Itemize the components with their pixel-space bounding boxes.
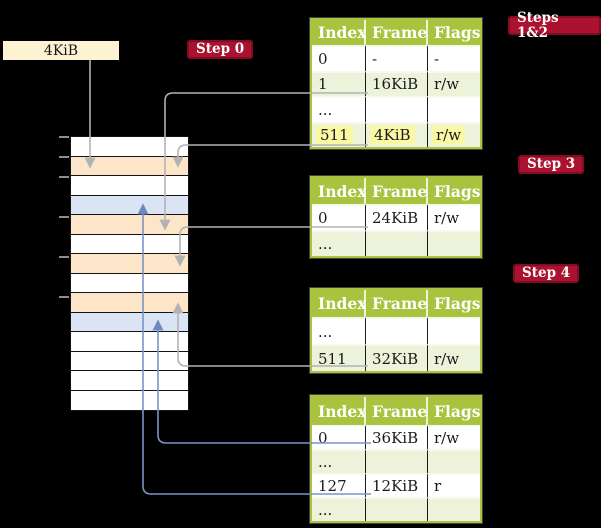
cell-frame: 16KiB bbox=[366, 70, 428, 96]
memory-frame-row bbox=[71, 351, 188, 371]
frame-boundary-tick bbox=[58, 156, 69, 158]
column-header-frame: Frame bbox=[366, 178, 428, 204]
cell-flags: r/w bbox=[428, 70, 480, 96]
column-header-index: Index bbox=[312, 178, 366, 204]
cell-index: 511 bbox=[312, 344, 366, 371]
highlighted-value: r/w bbox=[432, 126, 466, 145]
cell-index: 0 bbox=[312, 425, 366, 449]
memory-frame-row bbox=[71, 371, 188, 391]
frame-boundary-tick bbox=[58, 256, 69, 258]
page-table-base-label: 4KiB bbox=[43, 42, 79, 59]
highlighted-value: 511 bbox=[316, 126, 353, 145]
cell-frame bbox=[366, 96, 428, 122]
step-4-label: Step 4 bbox=[513, 264, 580, 283]
column-header-flags: Flags bbox=[428, 20, 481, 45]
memory-frame-row bbox=[71, 176, 188, 196]
memory-frame-row bbox=[71, 293, 188, 313]
column-header-frame: Frame bbox=[366, 20, 428, 45]
cell-frame bbox=[366, 317, 428, 344]
cell-frame: 36KiB bbox=[366, 425, 428, 449]
frame-boundary-tick bbox=[58, 216, 69, 218]
cell-flags: r bbox=[428, 473, 480, 497]
column-header-flags: Flags bbox=[428, 397, 481, 425]
highlighted-value: 4KiB bbox=[370, 126, 415, 145]
cell-index: ... bbox=[312, 449, 366, 473]
memory-frame-row bbox=[71, 137, 188, 157]
memory-frame-row bbox=[71, 254, 188, 274]
memory-frame-row bbox=[71, 390, 188, 410]
column-header-index: Index bbox=[312, 397, 366, 425]
cell-frame: 24KiB bbox=[366, 204, 428, 230]
frame-boundary-tick bbox=[58, 136, 69, 138]
cell-flags bbox=[428, 497, 480, 521]
cell-flags: r/w bbox=[428, 344, 480, 371]
cell-flags bbox=[428, 449, 480, 473]
cell-frame bbox=[366, 230, 428, 256]
cell-flags: r/w bbox=[428, 121, 480, 147]
column-header-flags: Flags bbox=[428, 178, 481, 204]
cell-flags bbox=[428, 230, 480, 256]
memory-frame-row bbox=[71, 215, 188, 235]
cell-index: 127 bbox=[312, 473, 366, 497]
frame-boundary-tick bbox=[58, 176, 69, 178]
cell-frame bbox=[366, 497, 428, 521]
cell-flags: r/w bbox=[428, 425, 480, 449]
cell-index: ... bbox=[312, 317, 366, 344]
memory-frame-row bbox=[71, 195, 188, 215]
physical-memory-column bbox=[58, 136, 189, 411]
column-header-index: Index bbox=[312, 20, 366, 45]
frame-boundary-tick bbox=[58, 296, 69, 298]
cell-index: 1 bbox=[312, 70, 366, 96]
cell-frame: 12KiB bbox=[366, 473, 428, 497]
cell-frame bbox=[366, 449, 428, 473]
steps-1-2-label: Steps 1&2 bbox=[508, 10, 601, 40]
column-header-frame: Frame bbox=[366, 397, 428, 425]
cell-index: ... bbox=[312, 230, 366, 256]
cell-frame: - bbox=[366, 45, 428, 71]
cell-flags: - bbox=[428, 45, 480, 71]
column-header-flags: Flags bbox=[428, 290, 481, 317]
memory-frame-row bbox=[71, 332, 188, 352]
memory-frame-row bbox=[71, 156, 188, 176]
step-0-label: Step 0 bbox=[187, 40, 254, 59]
cell-index: 0 bbox=[312, 204, 366, 230]
cell-index: 511 bbox=[312, 121, 366, 147]
cell-index: 0 bbox=[312, 45, 366, 71]
cell-flags: r/w bbox=[428, 204, 480, 230]
cell-flags bbox=[428, 96, 480, 122]
cell-frame: 32KiB bbox=[366, 344, 428, 371]
column-header-frame: Frame bbox=[366, 290, 428, 317]
step-3-label: Step 3 bbox=[518, 155, 585, 174]
cell-flags bbox=[428, 317, 480, 344]
memory-frame-row bbox=[71, 312, 188, 332]
memory-frame-row bbox=[71, 273, 188, 293]
cell-frame: 4KiB bbox=[366, 121, 428, 147]
cell-index: ... bbox=[312, 96, 366, 122]
page-table-base-box: 4KiB bbox=[3, 41, 119, 60]
memory-frame-row bbox=[71, 234, 188, 254]
column-header-index: Index bbox=[312, 290, 366, 317]
cell-index: ... bbox=[312, 497, 366, 521]
